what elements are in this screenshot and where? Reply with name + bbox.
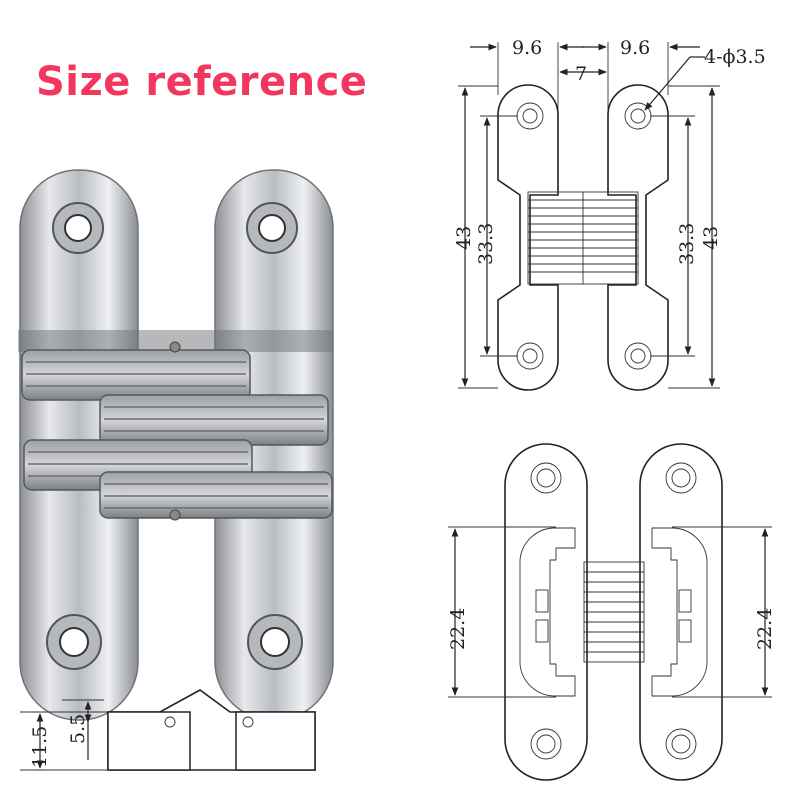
page-title: Size reference xyxy=(36,59,368,105)
cutout-right-dim: 22.4 xyxy=(754,608,776,650)
leaf-width-left-dim: 9.6 xyxy=(512,37,542,59)
cutout-left-dim: 22.4 xyxy=(447,608,469,650)
front-drawing xyxy=(448,443,772,781)
height-left-dim: 43 xyxy=(453,226,475,250)
screw-hole-icon xyxy=(46,202,303,670)
gap-dim: 7 xyxy=(575,63,587,85)
hole-spec-dim: 4-ϕ3.5 xyxy=(704,46,766,68)
hole-spacing-right-dim: 33.3 xyxy=(676,223,698,265)
height-right-dim: 43 xyxy=(700,226,722,250)
top-drawing xyxy=(458,42,720,391)
hinge-photo xyxy=(18,169,334,721)
hole-spacing-left-dim: 33.3 xyxy=(475,223,497,265)
offset-dimension: 5.5 xyxy=(67,714,89,744)
knuckle-links xyxy=(18,330,333,521)
side-view xyxy=(20,689,316,771)
leaf-width-right-dim: 9.6 xyxy=(620,37,650,59)
depth-dimension: 11.5 xyxy=(29,726,51,768)
